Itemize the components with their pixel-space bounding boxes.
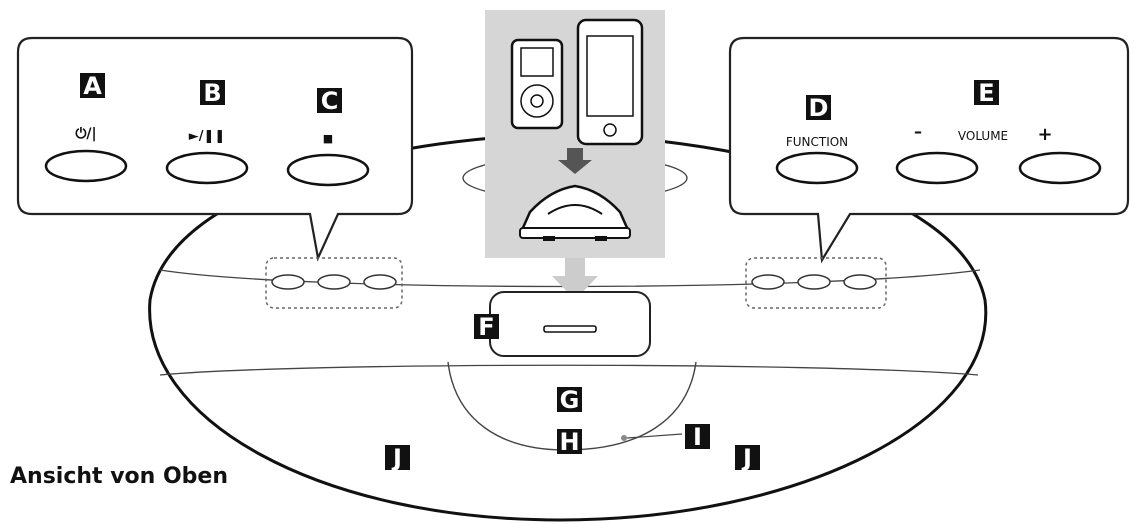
marker-b: B — [203, 79, 221, 107]
volume-minus-button — [895, 151, 979, 185]
ipod-classic-screen — [520, 47, 554, 77]
right-button-group-outline — [745, 257, 887, 309]
marker-d-box — [806, 95, 831, 120]
marker-b-box — [200, 80, 225, 105]
marker-e-box — [974, 80, 999, 105]
insert-arrow-icon — [558, 148, 592, 174]
indicator-leader-line — [626, 433, 683, 439]
body-groove-bottom — [159, 364, 979, 376]
body-button-vol-plus — [843, 274, 877, 290]
marker-g-box — [557, 387, 582, 412]
marker-j-right: J — [741, 444, 752, 472]
power-symbol-label: ⏻/| — [75, 126, 96, 142]
marker-c-box — [317, 88, 342, 113]
volume-label: VOLUME — [958, 129, 1008, 143]
marker-h-box — [557, 429, 582, 454]
power-button — [44, 149, 128, 183]
dock-connector-slot — [543, 325, 597, 333]
dock-slot-area — [489, 291, 651, 357]
body-button-play — [317, 274, 351, 290]
marker-e: E — [978, 79, 994, 107]
dock-cradle-foot-left — [543, 236, 555, 241]
function-label: FUNCTION — [786, 135, 848, 149]
marker-j-left: J — [391, 444, 402, 472]
volume-plus-sign: + — [1037, 124, 1052, 145]
marker-a: A — [83, 72, 102, 100]
volume-plus-button — [1018, 151, 1102, 185]
marker-d: D — [809, 94, 829, 122]
marker-f-box — [474, 314, 499, 339]
function-button — [775, 151, 859, 185]
indicator-light-dot — [621, 435, 627, 441]
play-pause-symbol-label: ►/❚❚ — [189, 129, 226, 144]
ipod-touch-screen — [586, 35, 634, 117]
body-button-function — [751, 274, 785, 290]
marker-f: F — [478, 313, 494, 341]
left-callout-panel — [16, 36, 414, 262]
body-button-vol-minus — [797, 274, 831, 290]
right-callout-panel — [728, 36, 1130, 264]
stop-button — [286, 153, 370, 187]
dock-cradle-icon — [520, 184, 630, 232]
dock-arrow-head — [552, 276, 598, 300]
marker-h: H — [559, 428, 579, 456]
play-pause-button — [165, 151, 249, 185]
marker-i: I — [693, 423, 702, 451]
dock-cradle-handle — [547, 204, 603, 215]
stop-symbol-label: ■ — [323, 132, 333, 145]
dock-cradle-base — [519, 227, 631, 239]
ipod-touch-home-button — [603, 123, 617, 137]
body-button-power — [271, 274, 305, 290]
left-button-group-outline — [265, 257, 403, 309]
ipod-center-button — [530, 94, 544, 108]
body-button-stop — [363, 274, 397, 290]
marker-i-box — [685, 424, 710, 449]
dock-arrow-shaft — [565, 258, 585, 278]
view-caption: Ansicht von Oben — [10, 464, 229, 489]
dock-cradle-foot-right — [595, 236, 607, 241]
marker-c: C — [321, 87, 339, 115]
marker-a-box — [80, 73, 105, 98]
volume-minus-sign: – — [914, 122, 922, 141]
marker-j-right-box — [735, 445, 760, 470]
marker-j-left-box — [385, 445, 410, 470]
marker-g: G — [560, 386, 580, 414]
